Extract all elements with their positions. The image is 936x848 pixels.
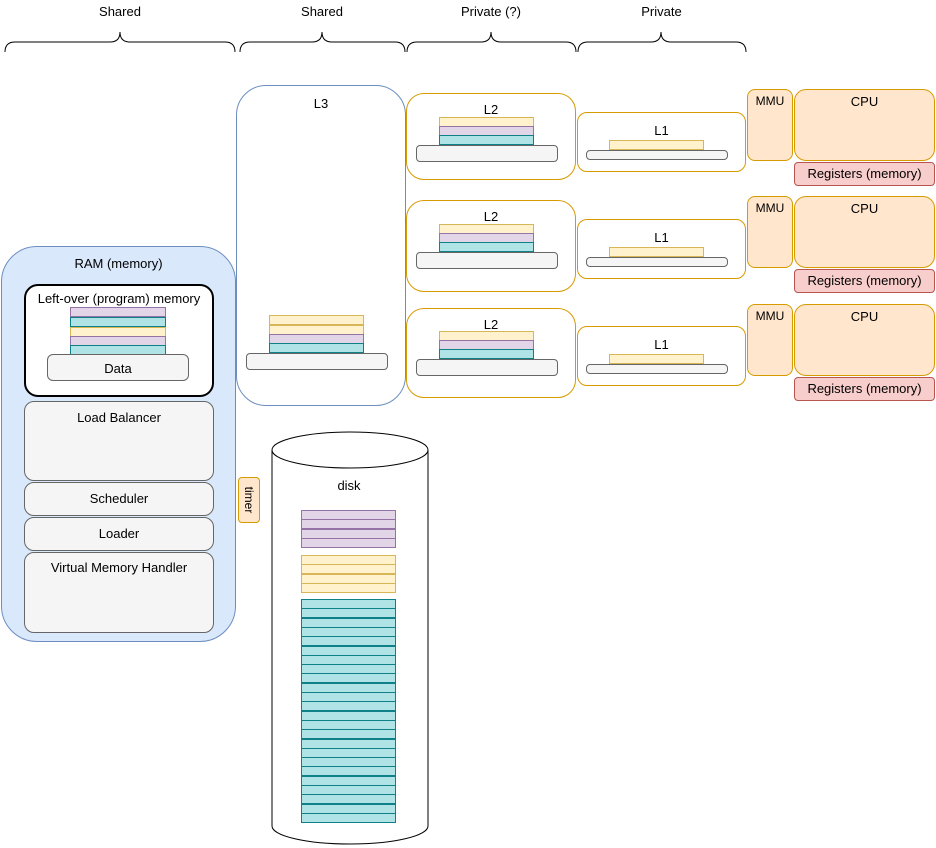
l1-base-bar [586,150,728,160]
mmu-label: MMU [755,309,785,323]
registers-label: Registers (memory) [807,381,922,396]
brace-private-l2 [406,31,577,53]
cpu-core: CPU [794,196,935,268]
virtual-memory-handler-label: Virtual Memory Handler [50,560,188,575]
header-private-l1: Private [641,4,682,19]
ram-block-teal [70,317,166,327]
scheduler-module: Scheduler [24,482,214,516]
load-balancer-module: Load Balancer [24,401,214,481]
l1-label: L1 [654,230,669,245]
loader-label: Loader [98,526,140,541]
header-private-l2: Private (?) [461,4,521,19]
l3-label: L3 [313,96,329,111]
l1-base-bar [586,364,728,374]
l2-block-teal [439,242,534,252]
timer-label: timer [242,486,256,514]
disk-block-yellow [301,582,396,593]
l2-cache: L2 [406,93,576,180]
mmu-unit: MMU [747,89,793,161]
l1-block-yellow [609,354,704,364]
l3-block-yellow [269,315,364,325]
l1-label: L1 [654,337,669,352]
disk-label: disk [337,478,361,493]
cpu-label: CPU [850,201,879,216]
l2-label: L2 [483,102,499,117]
l3-block-teal [269,343,364,353]
virtual-memory-handler-module: Virtual Memory Handler [24,552,214,633]
header-shared-ram: Shared [99,4,141,19]
disk-block-purple [301,537,396,548]
l2-base-bar [416,359,558,376]
cpu-label: CPU [850,309,879,324]
disk-top [271,431,429,469]
l2-base-bar [416,145,558,162]
registers-block: Registers (memory) [794,269,935,293]
loader-module: Loader [24,517,214,551]
l2-block-teal [439,349,534,359]
load-balancer-label: Load Balancer [77,410,161,425]
data-block: Data [47,354,189,381]
l2-label: L2 [483,317,499,332]
mmu-label: MMU [755,201,785,215]
disk-block-teal [301,812,396,823]
mmu-label: MMU [755,94,785,108]
registers-block: Registers (memory) [794,162,935,186]
leftover-memory-title: Left-over (program) memory [37,291,201,306]
registers-block: Registers (memory) [794,377,935,401]
l2-block-teal [439,135,534,145]
l2-label: L2 [483,209,499,224]
header-brace-group [4,31,747,53]
l1-base-bar [586,257,728,267]
l1-block-yellow [609,247,704,257]
registers-label: Registers (memory) [807,273,922,288]
brace-shared-ram [4,31,236,53]
ram-block-purple [70,307,166,317]
cpu-core: CPU [794,89,935,161]
data-label: Data [104,361,132,376]
l1-block-yellow [609,140,704,150]
mmu-unit: MMU [747,304,793,376]
l2-base-bar [416,252,558,269]
brace-shared-l3 [239,31,406,53]
scheduler-label: Scheduler [89,491,149,506]
cpu-core: CPU [794,304,935,376]
l3-base-bar [246,353,388,370]
cpu-label: CPU [850,94,879,109]
timer-box: timer [238,477,260,523]
ram-title: RAM (memory) [74,256,163,271]
brace-private-l1 [577,31,747,53]
registers-label: Registers (memory) [807,166,922,181]
header-shared-l3: Shared [301,4,343,19]
mmu-unit: MMU [747,196,793,268]
l1-label: L1 [654,123,669,138]
